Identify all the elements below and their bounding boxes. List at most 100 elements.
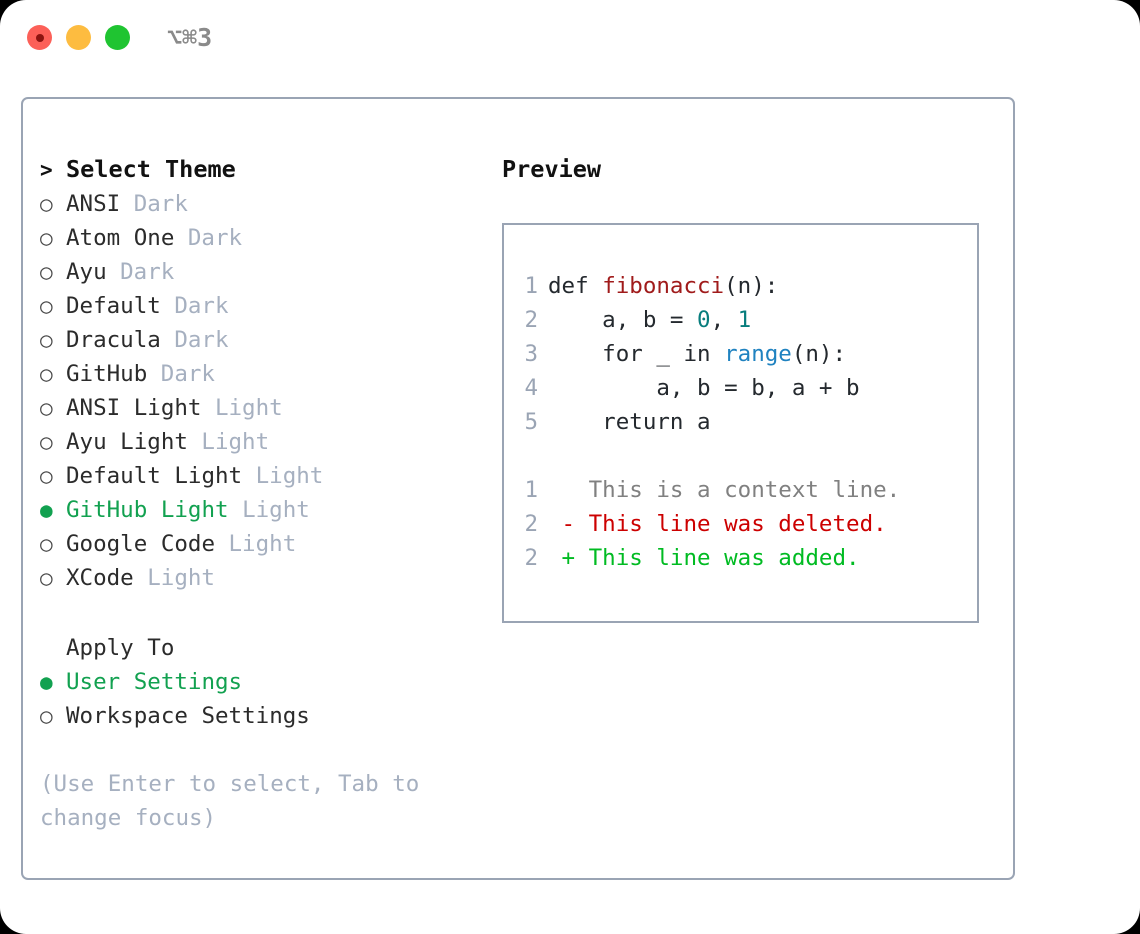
code-line: 2 a, b = 0, 1 — [516, 303, 969, 337]
preview-title: Preview — [502, 155, 602, 183]
theme-item-name: Dracula — [66, 327, 161, 353]
radio-unselected-icon: ○ — [40, 532, 53, 556]
theme-item[interactable]: ○ Dracula Dark — [40, 323, 500, 357]
code-token: return a — [548, 409, 711, 435]
selection-caret-icon: > — [40, 158, 53, 182]
line-number: 1 — [524, 273, 538, 299]
radio-unselected-icon: ○ — [40, 430, 53, 454]
theme-picker-header: > Select Theme — [40, 151, 500, 187]
theme-item-name: Ayu — [66, 259, 107, 285]
theme-item[interactable]: ○ ANSI Dark — [40, 187, 500, 221]
theme-item[interactable]: ● GitHub Light Light — [40, 493, 500, 527]
line-number: 2 — [524, 307, 538, 333]
line-number: 5 — [524, 409, 538, 435]
theme-item-variant: Light — [201, 429, 270, 455]
apply-to-list: ● User Settings ○ Workspace Settings — [40, 665, 500, 733]
theme-item-name: ANSI — [66, 191, 121, 217]
theme-item-variant: Light — [214, 395, 283, 421]
radio-unselected-icon: ○ — [40, 192, 53, 216]
diff-text: This is a context line. — [575, 477, 901, 503]
code-token: a, b = b, a + b — [548, 375, 860, 401]
line-number: 3 — [524, 341, 538, 367]
radio-unselected-icon: ○ — [40, 464, 53, 488]
theme-item-variant: Dark — [160, 361, 215, 387]
diff-sign: + — [548, 545, 576, 571]
window-controls — [27, 25, 130, 50]
title-bar: ⌥⌘3 — [0, 0, 1140, 78]
radio-selected-icon: ● — [40, 670, 53, 694]
diff-line: 2 + This line was added. — [516, 541, 969, 575]
diff-text: This line was added. — [575, 545, 860, 571]
diff-text: This line was deleted. — [575, 511, 887, 537]
keyboard-hint: (Use Enter to select, Tab to change focu… — [40, 771, 433, 831]
theme-item-variant: Light — [147, 565, 215, 591]
theme-item-variant: Dark — [133, 191, 188, 217]
theme-item-name: Default — [66, 293, 161, 319]
theme-item-variant: Light — [255, 463, 324, 489]
theme-item[interactable]: ○ GitHub Dark — [40, 357, 500, 391]
diff-line: 2 - This line was deleted. — [516, 507, 969, 541]
code-line: 4 a, b = b, a + b — [516, 371, 969, 405]
code-token: for _ in — [548, 341, 725, 367]
code-token: , — [710, 307, 738, 333]
theme-item-variant: Dark — [174, 327, 229, 353]
apply-to-option[interactable]: ● User Settings — [40, 665, 500, 699]
radio-unselected-icon: ○ — [40, 704, 53, 728]
code-token: 0 — [697, 307, 711, 333]
radio-selected-icon: ● — [40, 498, 53, 522]
theme-item-variant: Dark — [174, 293, 229, 319]
radio-unselected-icon: ○ — [40, 362, 53, 386]
diff-line: 1 This is a context line. — [516, 473, 969, 507]
theme-item[interactable]: ○ Ayu Dark — [40, 255, 500, 289]
theme-item[interactable]: ○ Default Dark — [40, 289, 500, 323]
theme-item-variant: Light — [242, 497, 310, 523]
spacer — [40, 595, 500, 631]
line-number: 1 — [524, 477, 538, 503]
code-token: def — [548, 273, 603, 299]
minimize-window-button[interactable] — [66, 25, 91, 50]
spacer — [516, 439, 969, 473]
code-token: a, b = — [548, 307, 698, 333]
theme-item[interactable]: ○ Google Code Light — [40, 527, 500, 561]
theme-item-name: GitHub — [66, 361, 148, 387]
theme-item-name: GitHub Light — [66, 497, 229, 523]
diff-sign: - — [548, 511, 576, 537]
code-token: (n): — [791, 341, 847, 367]
code-token: fibonacci — [602, 273, 725, 299]
radio-unselected-icon: ○ — [40, 328, 53, 352]
apply-to-option-label: Workspace Settings — [66, 703, 310, 729]
theme-item-name: ANSI Light — [66, 395, 202, 421]
code-token: (n): — [724, 273, 779, 299]
diff-sign — [548, 473, 575, 507]
keyboard-shortcut-label: ⌥⌘3 — [167, 23, 213, 52]
code-token: range — [724, 341, 792, 367]
theme-item-name: Google Code — [66, 531, 216, 557]
radio-unselected-icon: ○ — [40, 260, 53, 284]
close-window-button[interactable] — [27, 25, 52, 50]
theme-item-name: XCode — [66, 565, 134, 591]
line-number: 2 — [524, 511, 538, 537]
theme-item-variant: Dark — [120, 259, 175, 285]
line-number: 2 — [524, 545, 538, 571]
line-number: 4 — [524, 375, 538, 401]
theme-item-variant: Light — [228, 531, 297, 557]
radio-unselected-icon: ○ — [40, 294, 53, 318]
code-line: 3 for _ in range(n): — [516, 337, 969, 371]
radio-unselected-icon: ○ — [40, 226, 53, 250]
apply-to-option[interactable]: ○ Workspace Settings — [40, 699, 500, 733]
apply-to-option-label: User Settings — [66, 669, 243, 695]
code-token: 1 — [737, 307, 752, 333]
maximize-window-button[interactable] — [105, 25, 130, 50]
page-title: Select Theme — [66, 155, 236, 183]
